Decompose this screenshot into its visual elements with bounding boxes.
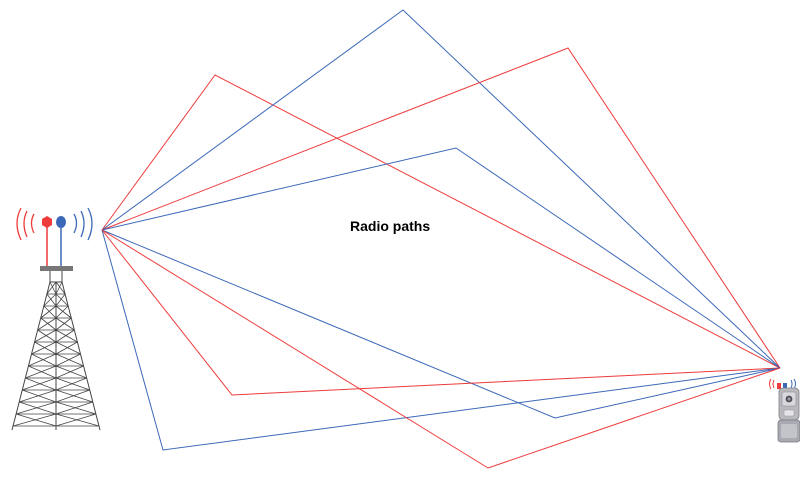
radio-path-red-4: [102, 230, 780, 468]
radio-path-blue-4: [102, 230, 780, 450]
signal-waves-icon: [17, 208, 92, 240]
radio-path-red-1: [102, 75, 780, 368]
radio-path-blue-1: [102, 10, 780, 368]
radio-path-blue-3: [102, 230, 780, 418]
radio-path-red-2: [102, 48, 780, 368]
radio-tower-icon: [12, 208, 100, 430]
diagram-title: Radio paths: [350, 218, 430, 234]
mobile-phone-icon: [770, 379, 800, 442]
radio-paths: [102, 10, 780, 468]
radio-path-blue-2: [102, 148, 780, 368]
